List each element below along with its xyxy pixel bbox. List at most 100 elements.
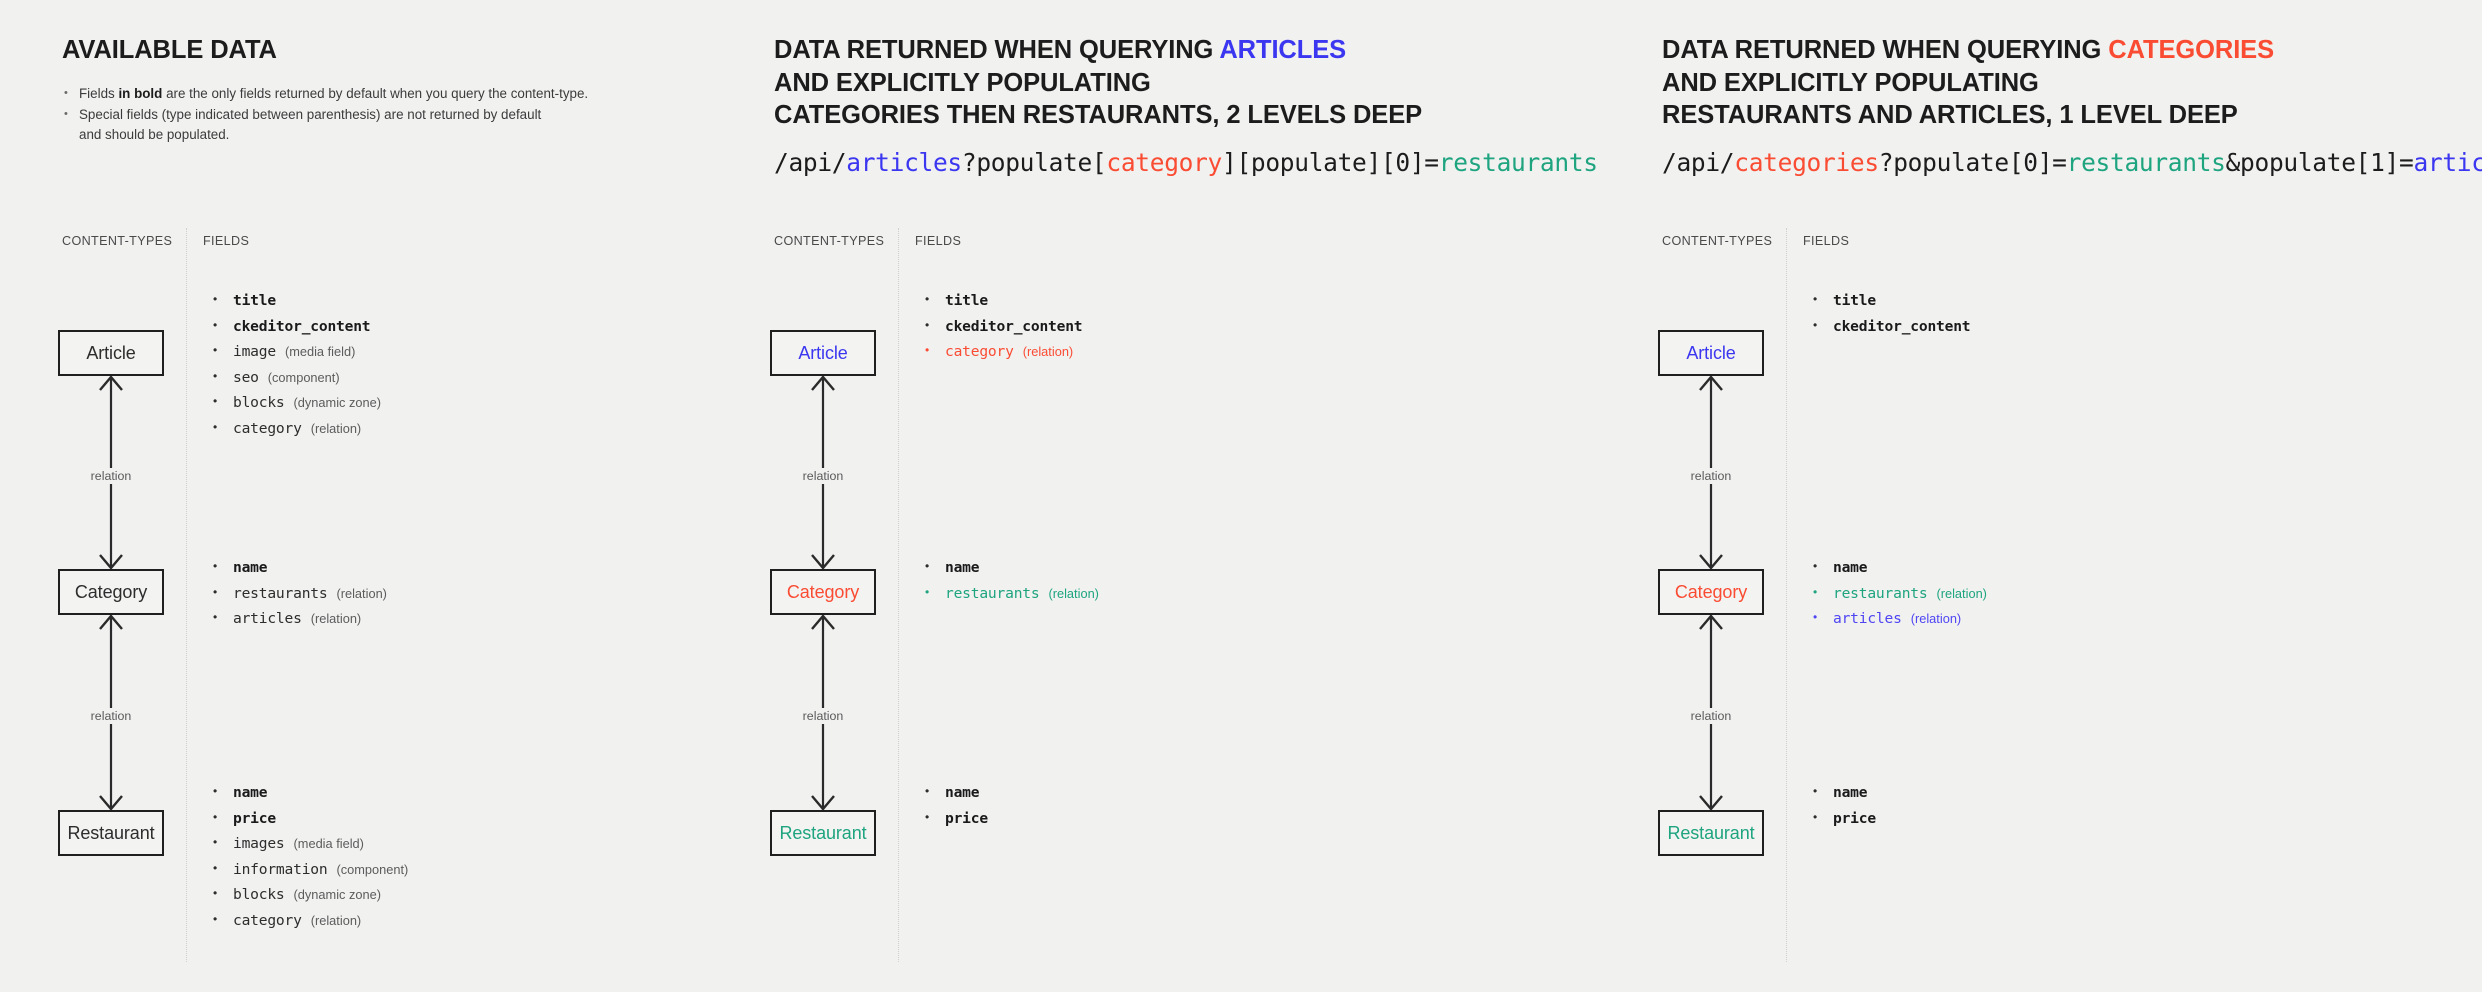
column-label-content-types: CONTENT-TYPES [774,234,885,248]
url-segment: categories [1734,148,1879,177]
field-row: restaurants(relation) [921,580,1541,607]
field-row: articles(relation) [209,605,829,632]
node-restaurant: Restaurant [770,810,876,856]
page-title: AVAILABLE DATA [62,36,277,64]
field-row: articles(relation) [1809,605,2429,632]
field-row: restaurants (relation) [1809,580,2429,607]
field-name: image [233,343,276,361]
field-name: name [1833,559,1868,576]
field-type: (component) [336,861,409,877]
column-label-fields: FIELDS [915,234,962,248]
title-segment: ARTICLES [1219,36,1347,64]
field-type: (relation) [310,611,362,627]
relation-label-2: relation [58,708,164,724]
node-category: Category [1658,569,1764,615]
node-category: Category [58,569,164,615]
node-restaurant: Restaurant [58,810,164,856]
field-group-category: namerestaurants(relation)articles(relati… [209,554,829,632]
panel-title-line-1: DATA RETURNED WHEN QUERYING ARTICLES [774,34,1594,67]
url-segment: /api/ [1662,148,1735,177]
field-row: name [1809,779,2429,806]
field-name: title [233,292,276,309]
field-row: name [1809,554,2429,581]
api-url: /api/articles?populate[category][populat… [774,148,1598,177]
panel-title-line-3: RESTAURANTS AND ARTICLES, 1 LEVEL DEEP [1662,99,2482,132]
column-divider [898,228,899,962]
field-name: category [233,911,302,929]
url-segment: restaurants [2066,148,2226,177]
node-article: Article [58,330,164,376]
field-name: price [945,809,988,827]
field-row: blocks (dynamic zone) [209,389,829,416]
field-group-article: titleckeditor_contentcategory(relation) [921,287,1541,365]
field-name: blocks [233,886,285,904]
panel-title-line-3: CATEGORIES THEN RESTAURANTS, 2 LEVELS DE… [774,99,1594,132]
field-name: category [945,343,1014,361]
relation-label-1: relation [58,468,164,484]
node-article: Article [1658,330,1764,376]
field-name: ckeditor_content [1833,317,1971,335]
field-type: (relation) [310,912,362,928]
field-name: name [233,559,268,576]
field-name: restaurants [233,584,328,602]
title-segment: CATEGORIES [2108,36,2274,64]
column-divider [186,228,187,962]
title-segment: RESTAURANTS AND ARTICLES, 1 LEVEL DEEP [1662,101,2238,129]
field-name: blocks [233,394,285,412]
field-type: (media field) [284,344,356,360]
field-row: restaurants (relation) [209,580,829,607]
url-segment: articles [846,148,962,177]
legend-bullet-3: and should be populated. [79,127,230,142]
field-row: ckeditor_content [1809,313,2429,340]
title-segment: CATEGORIES THEN RESTAURANTS, 2 LEVELS DE… [774,101,1423,129]
field-row: information (component) [209,856,829,883]
api-url: /api/categories?populate[0]=restaurants&… [1662,148,2482,177]
legend-bullets: Fields in bold are the only fields retur… [62,83,682,146]
node-category: Category [770,569,876,615]
field-name: name [945,559,980,576]
field-type: (relation) [336,585,387,601]
field-row: title [1809,287,2429,314]
node-restaurant: Restaurant [1658,810,1764,856]
field-group-article: titleckeditor_contentimage(media field)s… [209,287,829,442]
field-row: category(relation) [921,338,1541,365]
field-name: price [233,809,276,827]
field-name: title [1833,292,1876,309]
title-segment: DATA RETURNED WHEN QUERYING [1662,36,2109,64]
column-label-content-types: CONTENT-TYPES [1662,234,1773,248]
field-row: title [209,287,829,314]
field-type: (dynamic zone) [293,887,382,903]
field-type: (dynamic zone) [293,395,382,411]
title-segment: DATA RETURNED WHEN QUERYING [774,36,1220,64]
field-row: price [209,805,829,832]
field-row: name [209,779,829,806]
panel-title-line-1: DATA RETURNED WHEN QUERYING CATEGORIES [1662,34,2482,67]
url-segment: /api/ [774,148,847,177]
field-name: information [233,860,328,878]
field-group-category: name restaurants(relation) [921,554,1541,607]
field-row: title [921,287,1541,314]
field-group-restaurant: name price images (media field) information (… [209,779,829,934]
field-name: restaurants [1833,584,1928,602]
field-name: price [1833,809,1876,827]
field-name: category [233,419,302,437]
field-name: title [945,292,988,309]
field-type: (relation) [1048,585,1099,601]
field-type: (component) [267,369,340,385]
field-name: ckeditor_content [233,317,371,335]
field-name: images [233,835,285,853]
field-name: articles [1833,610,1902,628]
relation-label-2: relation [1658,708,1764,724]
field-row: images (media field) [209,830,829,857]
panel-title-line-2: AND EXPLICITLY POPULATING [1662,67,2482,100]
relation-label-1: relation [770,468,876,484]
field-type: (relation) [1936,585,1987,601]
node-article: Article [770,330,876,376]
field-type: (media field) [293,836,364,852]
field-row: price [1809,805,2429,832]
field-row: blocks (dynamic zone) [209,881,829,908]
legend-bullet-1: Fields in bold are the only fields retur… [62,83,682,105]
url-segment: articles [2413,148,2482,177]
